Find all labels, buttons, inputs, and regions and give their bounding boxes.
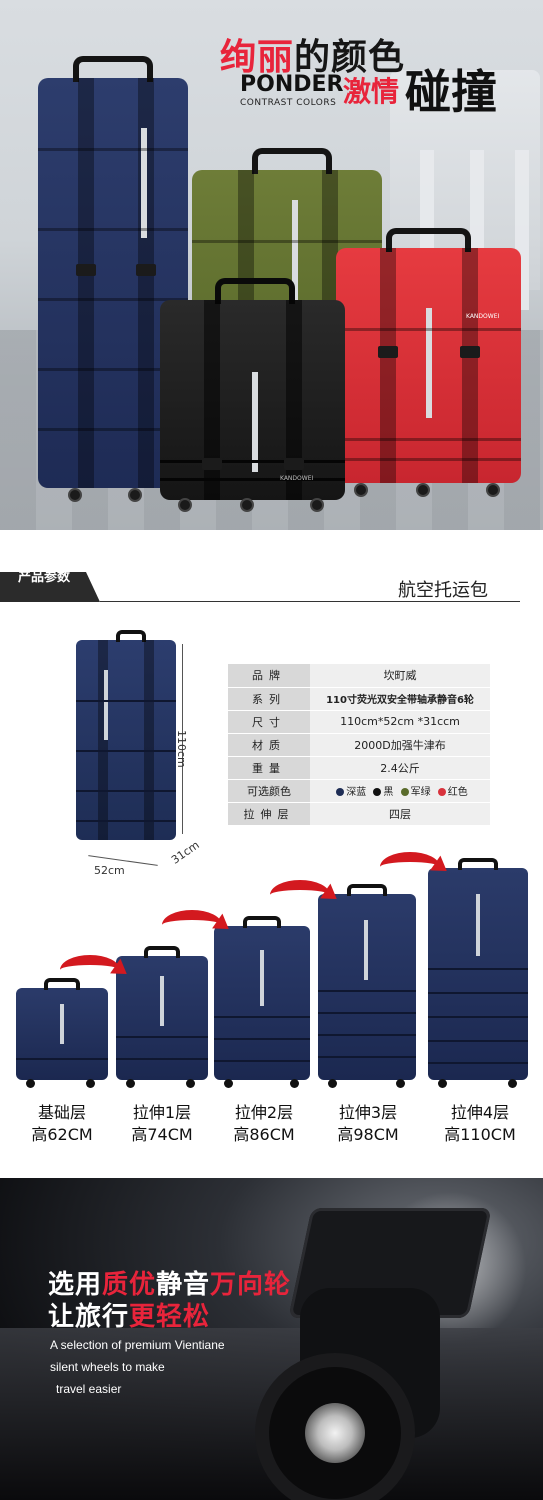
hero-brand-sub: CONTRAST COLORS [240,98,337,108]
step-label: 拉伸2层高86CM [233,1103,295,1144]
step-label: 拉伸3层高98CM [337,1103,399,1144]
wheel-headline-1: 选用质优静音万向轮 [48,1270,292,1300]
color-swatch-red [437,788,446,796]
section-tag-label: 产品参数 [18,570,71,585]
expand-arrow [60,955,120,985]
spec-bag-image [76,630,176,840]
section-divider [100,601,520,602]
step-label: 拉伸1层高74CM [131,1103,193,1144]
expand-arrow [380,852,440,882]
step-bag-2 [214,916,310,1088]
hero-banner: 绚丽的颜色 PONDER CONTRAST COLORS 激情 碰撞 [0,0,543,530]
wheel-subtitle-3: travel easier [56,1382,122,1396]
navy-bag [38,56,192,502]
spec-row-colors: 可选颜色 深蓝 黑 军绿 红色 [228,779,490,803]
bag-brand-print: KANDOWEI [280,475,314,482]
wheel-feature-section: 选用质优静音万向轮 让旅行更轻松 A selection of premium … [0,1178,543,1500]
expand-arrow [270,880,330,910]
color-swatch-black [373,788,382,796]
bag-brand-print: KANDOWEI [466,313,500,320]
step-label: 拉伸4层高110CM [444,1103,516,1144]
caster-hub [305,1403,365,1463]
spec-row: 品牌坎町威 [228,664,490,688]
expand-arrow [162,910,222,940]
product-name: 航空托运包 [398,580,488,601]
step-bag-3 [318,884,416,1088]
color-swatch-green [400,788,409,796]
black-bag: KANDOWEI [160,278,345,512]
hero-headline: 绚丽的颜色 [220,37,406,78]
color-swatch-navy [336,788,345,796]
depth-dim: 31cm [169,838,202,867]
height-dim-line [182,644,183,834]
section-tag [0,572,100,602]
step-bag-base [16,978,108,1088]
step-label: 基础层高62CM [31,1103,93,1144]
spec-row: 拉伸层四层 [228,802,490,826]
hero-passion: 激情 [343,75,400,108]
hero-brand: PONDER [240,72,344,97]
height-dim: 110cm [175,730,188,768]
wheel-headline-2: 让旅行更轻松 [48,1302,211,1332]
wheel-subtitle-2: silent wheels to make [50,1360,165,1374]
step-bag-1 [116,946,208,1088]
red-bag: KANDOWEI [336,228,521,497]
hero-collide: 碰撞 [405,65,497,119]
wheel-subtitle-1: A selection of premium Vientiane [50,1338,225,1352]
width-dim: 52cm [94,864,125,877]
step-bag-4 [428,858,528,1088]
